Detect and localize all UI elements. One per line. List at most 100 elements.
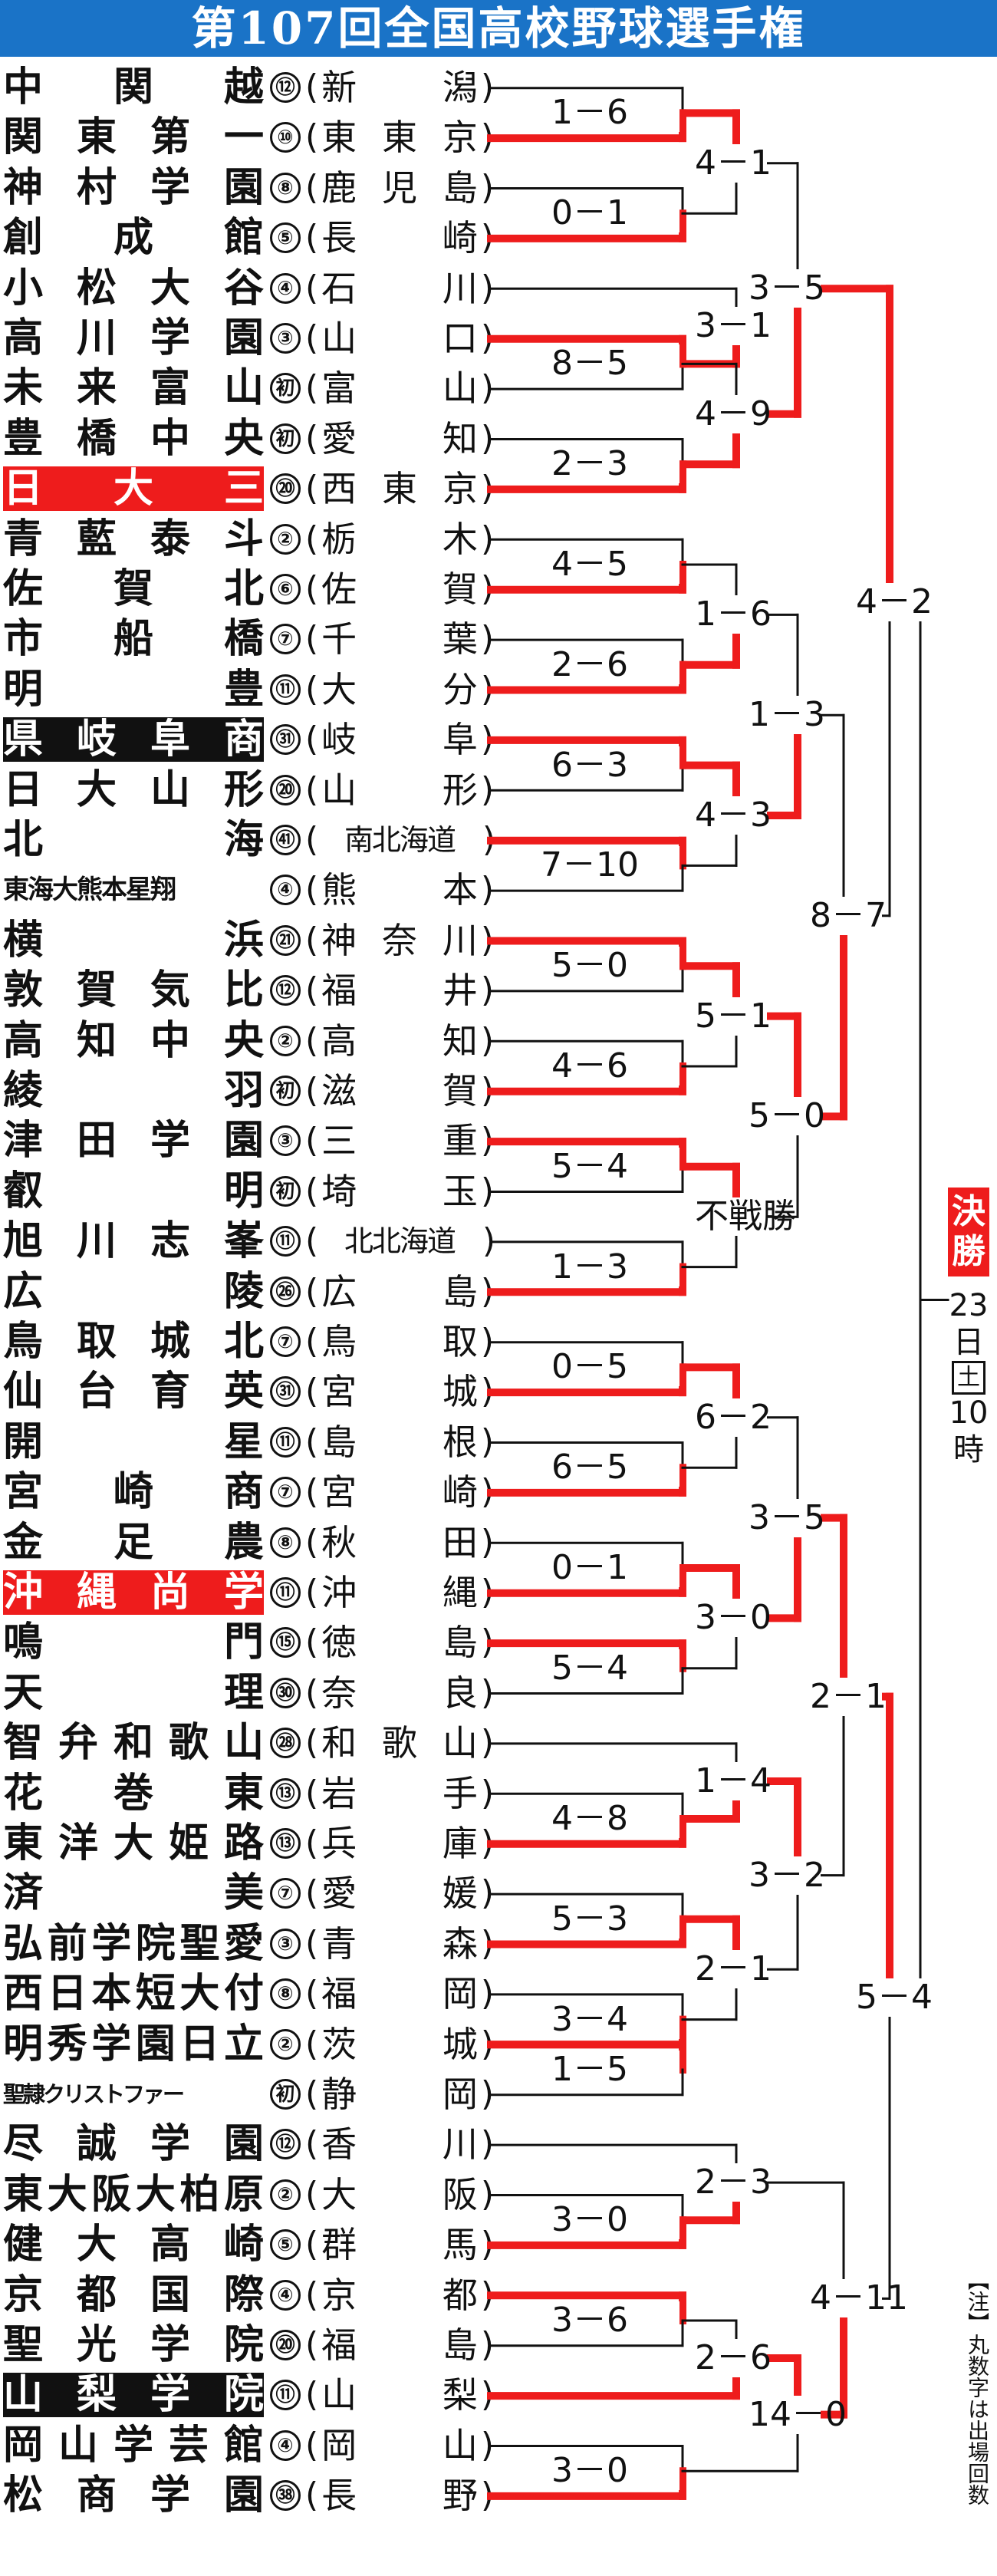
prefecture: (山口) [305, 316, 494, 361]
team-name: 開星 [3, 1418, 264, 1465]
paren-close: ) [480, 1873, 494, 1913]
final-label: 決勝 [948, 1188, 989, 1276]
appearance-count: ㊳ [270, 2480, 301, 2512]
prefecture: (新潟) [305, 65, 494, 110]
prefecture: (神奈川) [305, 918, 494, 963]
prefecture: (高知) [305, 1019, 494, 1063]
match-score: 4－8 [500, 1800, 679, 1838]
paren-open: ( [305, 870, 319, 910]
match-score: 2－6 [692, 2339, 772, 2378]
match-score: 1－6 [500, 94, 679, 133]
appearance-count: 初 [270, 1076, 301, 1106]
prefecture-name: 福岡 [321, 1973, 478, 2015]
match-score: 5－1 [692, 996, 772, 1036]
appearance-count: ③ [270, 323, 301, 354]
appearance-count: ② [270, 2179, 301, 2210]
team-name: 金足農 [3, 1519, 264, 1566]
team-name: 東大阪大柏原 [3, 2171, 264, 2218]
prefecture: (岐阜) [305, 717, 494, 762]
prefecture-name: 三重 [321, 1120, 478, 1162]
paren-open: ( [305, 2024, 319, 2064]
paren-open: ( [305, 820, 318, 859]
team-name: 西日本短大付 [3, 1971, 264, 2018]
paren-close: ) [480, 2074, 494, 2113]
appearance-count: ㉛ [270, 1376, 301, 1408]
appearance-count: ③ [270, 1125, 301, 1157]
prefecture-name: 群馬 [321, 2224, 478, 2266]
team-name: 豊橋中央 [3, 415, 264, 462]
match-score: 6－5 [500, 1448, 679, 1487]
prefecture: (山梨) [305, 2373, 494, 2417]
final-info: 決勝 23 日 土 10 時 [948, 1188, 989, 1468]
prefecture: (沖縄) [305, 1570, 494, 1615]
prefecture-name: 沖縄 [321, 1572, 478, 1613]
team-name: 中関越 [3, 64, 264, 110]
prefecture-name: 宮城 [321, 1371, 478, 1413]
paren-close: ) [480, 1723, 494, 1763]
team-name: 仙台育英 [3, 1369, 264, 1415]
prefecture-name: 岐阜 [321, 719, 478, 761]
paren-open: ( [305, 1221, 318, 1261]
tournament-title: 第107回全国高校野球選手権 [0, 0, 997, 57]
match-score: 8－5 [500, 344, 679, 384]
paren-open: ( [305, 1472, 319, 1512]
prefecture: (滋賀) [305, 1069, 494, 1113]
team-name: 横浜 [3, 917, 264, 964]
match-score: 4－9 [692, 394, 772, 433]
paren-open: ( [305, 1020, 319, 1060]
paren-open: ( [305, 1723, 319, 1763]
match-score: 4－1 [692, 143, 772, 183]
paren-open: ( [305, 2476, 319, 2515]
prefecture-name: 京都 [321, 2274, 478, 2316]
team-name: 創成館 [3, 215, 264, 262]
team-row: 未来富山初(富山) [0, 364, 498, 413]
prefecture: (京都) [305, 2273, 494, 2317]
appearance-count: ⑧ [270, 1527, 301, 1558]
appearance-count: ⑪ [270, 2380, 301, 2411]
appearance-count: ② [270, 1025, 301, 1056]
match-score: 3－6 [500, 2301, 679, 2340]
team-row: 聖隷クリストファー初(静岡) [0, 2070, 498, 2119]
prefecture-name: 富山 [321, 367, 478, 410]
prefecture-name: 福井 [321, 970, 478, 1012]
paren-open: ( [305, 318, 319, 357]
team-name: 鳥取城北 [3, 1319, 264, 1365]
match-score: 4－2 [853, 583, 933, 622]
appearance-count: ㉘ [270, 1728, 301, 1759]
prefecture-name: 千葉 [321, 618, 478, 660]
paren-close: ) [480, 1421, 494, 1461]
team-name: 小松大谷 [3, 265, 264, 311]
prefecture-name: 大分 [321, 668, 478, 710]
appearance-count: ⑦ [270, 1326, 301, 1357]
team-name: 沖縄尚学 [3, 1570, 264, 1616]
match-score: 3－4 [500, 2000, 679, 2039]
paren-open: ( [305, 920, 319, 960]
appearance-count: ④ [270, 2429, 301, 2461]
paren-open: ( [305, 117, 319, 157]
paren-open: ( [305, 569, 319, 608]
paren-open: ( [305, 1271, 319, 1311]
paren-open: ( [305, 68, 319, 107]
appearance-count: ⑮ [270, 1627, 301, 1659]
appearance-count: ⑫ [270, 72, 301, 103]
prefecture-name: 茨城 [321, 2023, 478, 2065]
match-score: 3－0 [500, 2452, 679, 2491]
appearance-count: ⑫ [270, 2129, 301, 2160]
paren-open: ( [305, 1071, 319, 1110]
paren-open: ( [305, 368, 319, 408]
prefecture-name: 長崎 [321, 217, 478, 259]
appearance-count: ⑦ [270, 624, 301, 655]
prefecture: (東東京) [305, 115, 494, 160]
match-score: 5－0 [745, 1097, 825, 1136]
appearance-count: ④ [270, 272, 301, 304]
prefecture: (福岡) [305, 1972, 494, 2016]
final-time-unit: 時 [953, 1432, 984, 1468]
footnote: 【注】丸数字は出場回数 [965, 2269, 990, 2505]
prefecture: (岩手) [305, 1771, 494, 1816]
